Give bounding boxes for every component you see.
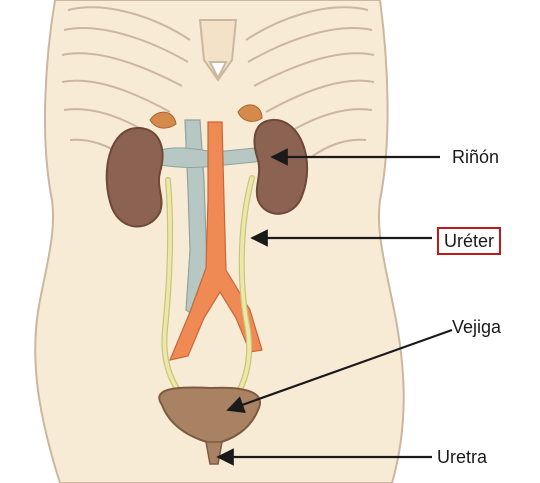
ureter-label: Uréter [437, 227, 501, 255]
kidney-label: Riñón [452, 146, 499, 168]
left-kidney [107, 128, 163, 227]
bladder-label: Vejiga [452, 316, 501, 338]
urethra-label: Uretra [437, 446, 487, 468]
